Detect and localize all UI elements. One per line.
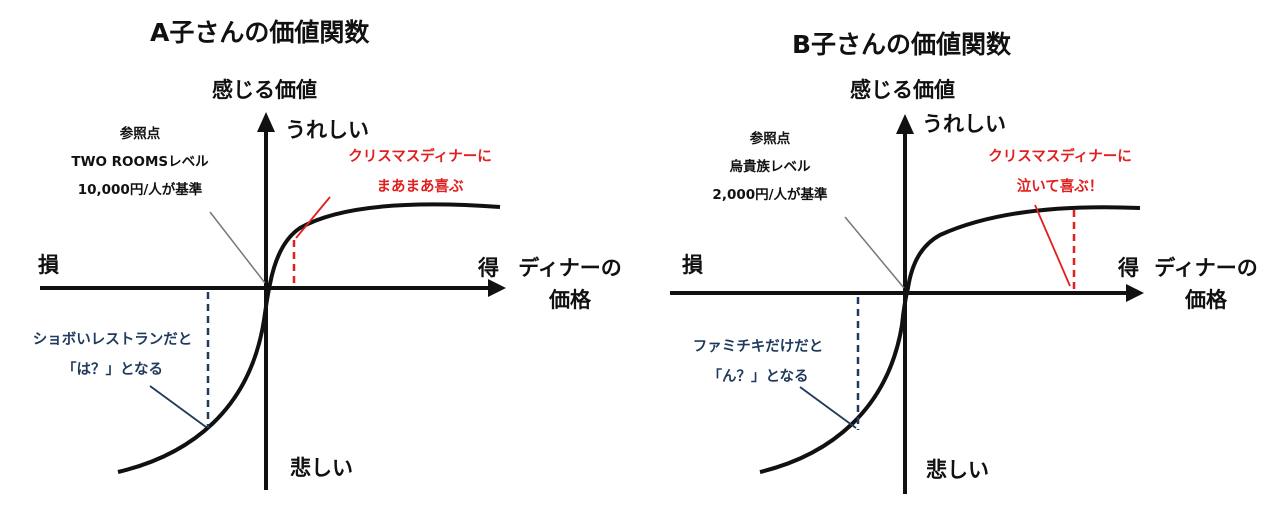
x-axis-label: ディナーの 価格 [510,252,630,316]
bottom-pole-label: 悲しい [926,458,989,482]
panel-a: A子さんの価値関数 感じる価値 うれしい 悲しい 損 得 ディナーの 価格 参照… [20,18,630,490]
x-axis-label: ディナーの 価格 [1146,252,1266,316]
positive-note: クリスマスディナーに まあまあ喜ぶ [330,142,510,202]
value-curve [117,202,501,474]
top-pole-label: うれしい [285,118,369,142]
reference-line3: 2,000円/人が基準 [712,187,828,203]
reference-line3: 10,000円/人が基準 [77,182,203,198]
positive-note-pointer [295,196,331,239]
value-function-diagram-a [40,112,506,490]
x-axis-label-line1: ディナーの [1154,256,1258,280]
x-axis-arrowhead [488,279,506,297]
reference-point-note: 参照点 TWO ROOMSレベル 10,000円/人が基準 [40,120,240,204]
gain-label: 得 [1118,256,1139,280]
positive-note: クリスマスディナーに 泣いて喜ぶ！ [970,142,1150,202]
negative-note-line1: ファミチキだけだと [692,339,824,355]
loss-label: 損 [682,253,703,277]
negative-note: ファミチキだけだと 「ん？」となる [668,332,848,392]
chart-title: B子さんの価値関数 [792,30,1012,59]
bottom-pole-label: 悲しい [290,456,353,480]
panel-b: B子さんの価値関数 感じる価値 うれしい 悲しい 損 得 ディナーの 価格 参照… [640,0,1280,528]
reference-line2: TWO ROOMSレベル [71,154,209,170]
gain-label: 得 [478,256,499,280]
y-axis-label: 感じる価値 [212,78,317,102]
chart-title: A子さんの価値関数 [150,18,370,47]
reference-pointer [844,216,905,289]
negative-note: ショボいレストランだと 「は？」となる [20,325,205,385]
reference-point-note: 参照点 烏貴族レベル 2,000円/人が基準 [670,125,870,209]
negative-note-line2: 「ん？」となる [707,369,809,385]
positive-note-line1: クリスマスディナーに [988,149,1132,165]
reference-line2: 烏貴族レベル [729,159,811,175]
reference-pointer [209,211,266,284]
negative-note-pointer [799,386,857,429]
positive-note-line2: まあまあ喜ぶ [376,179,464,195]
y-axis-label: 感じる価値 [850,78,955,102]
value-function-diagram-b [670,114,1144,494]
loss-label: 損 [38,253,59,277]
y-axis-arrowhead [257,112,275,132]
top-pole-label: うれしい [922,112,1006,136]
negative-note-line2: 「は？」となる [61,362,164,378]
positive-note-line2: 泣いて喜ぶ！ [1016,179,1104,195]
x-axis-arrowhead [1126,284,1144,302]
y-axis-arrowhead [896,114,914,134]
negative-note-pointer [149,385,207,428]
positive-note-line1: クリスマスディナーに [348,149,492,165]
reference-line1: 参照点 [749,131,791,147]
negative-note-line1: ショボいレストランだと [32,332,193,348]
x-axis-label-line2: 価格 [1185,288,1227,312]
reference-line1: 参照点 [119,126,161,142]
positive-note-pointer [1034,204,1071,287]
value-curve [759,205,1141,474]
x-axis-label-line2: 価格 [549,288,591,312]
x-axis-label-line1: ディナーの [518,256,622,280]
